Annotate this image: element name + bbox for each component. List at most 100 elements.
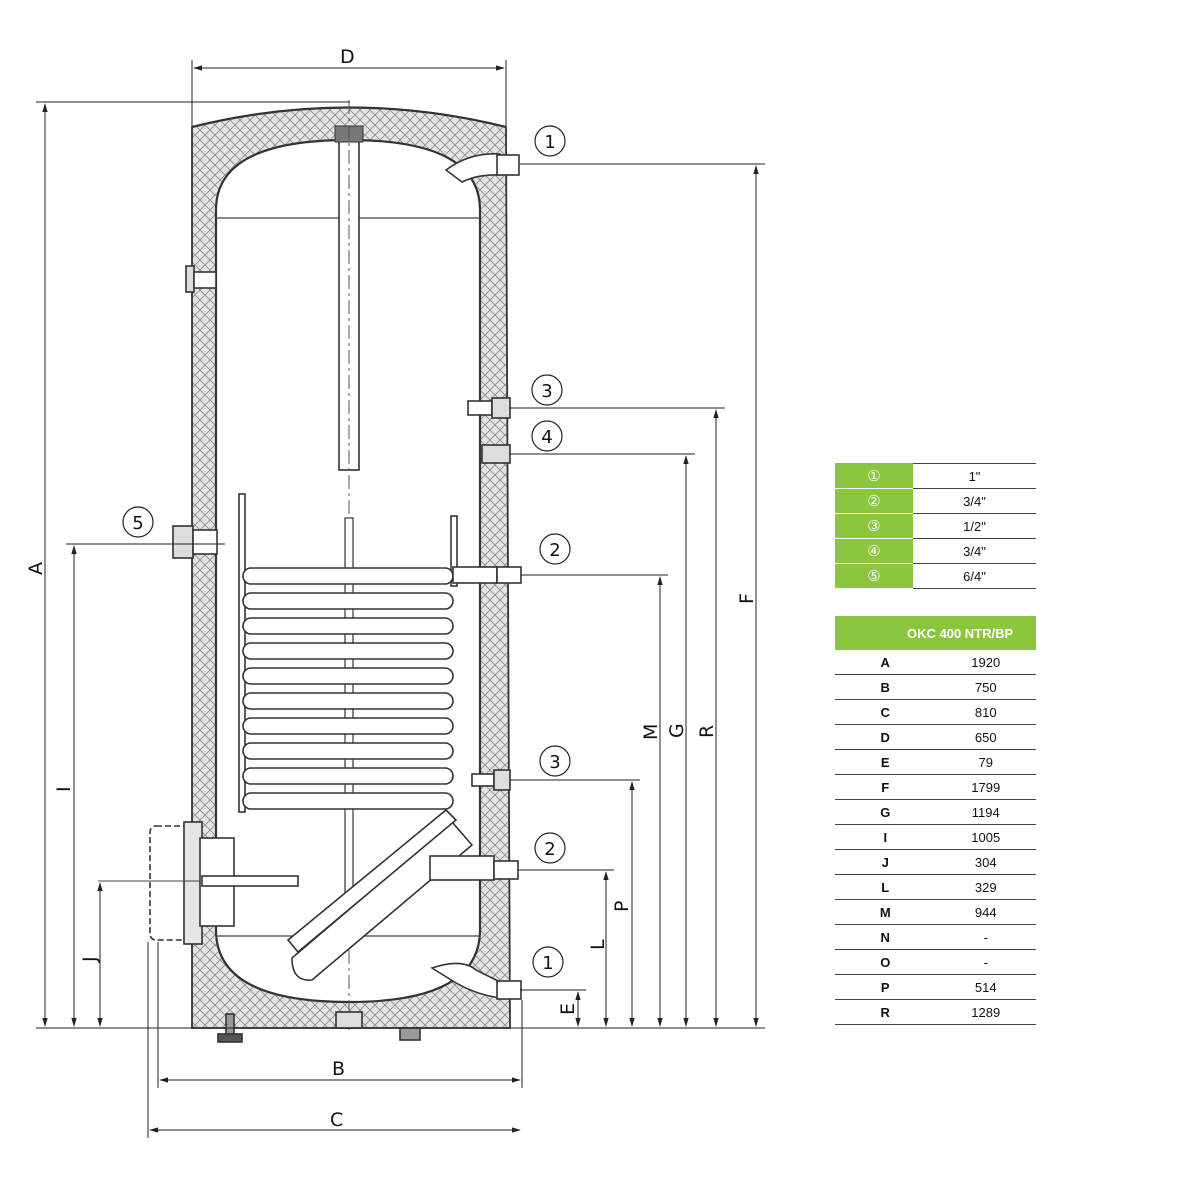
callout-2-upper: 2 bbox=[539, 533, 571, 565]
connection-symbol: ② bbox=[835, 488, 913, 514]
dimension-value: 1005 bbox=[935, 824, 1036, 850]
dimension-key: N bbox=[835, 924, 936, 950]
dimension-value: 329 bbox=[935, 874, 1036, 900]
dim-label-B: B bbox=[332, 1058, 345, 1080]
callout-1-bottom-label: 1 bbox=[542, 953, 553, 974]
dimension-key: R bbox=[835, 999, 936, 1025]
callout-1-top: 1 bbox=[534, 125, 566, 157]
connection-symbol: ④ bbox=[835, 538, 913, 564]
heater-flange bbox=[98, 821, 299, 945]
dimension-key: B bbox=[835, 674, 936, 700]
dimension-key: J bbox=[835, 849, 936, 875]
callout-3-upper-label: 3 bbox=[541, 381, 552, 402]
connection-size: 1" bbox=[913, 463, 1036, 489]
dimension-value: - bbox=[935, 949, 1036, 975]
dimension-key: P bbox=[835, 974, 936, 1000]
dim-label-F: F bbox=[736, 593, 758, 604]
connection-size: 3/4" bbox=[913, 538, 1036, 564]
dim-label-G: G bbox=[666, 723, 688, 738]
left-fittings bbox=[172, 265, 218, 559]
callout-5: 5 bbox=[122, 506, 154, 538]
dimension-key: F bbox=[835, 774, 936, 800]
table-row: ③ 1/2" bbox=[835, 513, 1036, 539]
dim-label-C: C bbox=[330, 1109, 343, 1131]
heat-exchanger-coil bbox=[238, 493, 498, 813]
callout-3-lower: 3 bbox=[539, 745, 571, 777]
callout-2-lower: 2 bbox=[534, 832, 566, 864]
dim-label-I: I bbox=[53, 786, 75, 792]
table-row: N- bbox=[835, 924, 1036, 950]
callout-4: 4 bbox=[531, 420, 563, 452]
dimension-value: 79 bbox=[935, 749, 1036, 775]
dim-label-L: L bbox=[587, 939, 609, 950]
callout-3-upper: 3 bbox=[531, 374, 563, 406]
callout-1-bottom: 1 bbox=[532, 946, 564, 978]
dimension-key: C bbox=[835, 699, 936, 725]
dim-label-P: P bbox=[611, 901, 633, 912]
dim-label-R: R bbox=[696, 725, 718, 738]
dimension-key: E bbox=[835, 749, 936, 775]
table-row: ② 3/4" bbox=[835, 488, 1036, 514]
connection-symbol: ① bbox=[835, 463, 913, 489]
dimension-value: 1920 bbox=[935, 650, 1036, 675]
dim-label-M: M bbox=[640, 724, 662, 740]
tank-body bbox=[98, 100, 522, 1043]
callout-2-upper-label: 2 bbox=[549, 540, 560, 561]
dimension-value: 650 bbox=[935, 724, 1036, 750]
dimension-key: M bbox=[835, 899, 936, 925]
dimension-key: O bbox=[835, 949, 936, 975]
lower-coil bbox=[286, 808, 495, 981]
table-row: ① 1" bbox=[835, 463, 1036, 489]
callout-5-label: 5 bbox=[132, 513, 143, 534]
dimension-key: I bbox=[835, 824, 936, 850]
right-nozzles bbox=[430, 153, 522, 1000]
callout-3-lower-label: 3 bbox=[549, 752, 560, 773]
dimension-value: 514 bbox=[935, 974, 1036, 1000]
bottom-feet bbox=[217, 1011, 421, 1043]
dimension-key: G bbox=[835, 799, 936, 825]
connection-size: 1/2" bbox=[913, 513, 1036, 539]
dimension-value: 1289 bbox=[935, 999, 1036, 1025]
dimension-value: 304 bbox=[935, 849, 1036, 875]
table-row: ⑤ 6/4" bbox=[835, 563, 1036, 589]
dimension-value: 944 bbox=[935, 899, 1036, 925]
dimension-key: L bbox=[835, 874, 936, 900]
dimension-lines bbox=[36, 60, 765, 1138]
dim-label-D: D bbox=[340, 46, 355, 68]
dimension-value: 750 bbox=[935, 674, 1036, 700]
connection-symbol: ③ bbox=[835, 513, 913, 539]
dim-label-E: E bbox=[557, 1003, 579, 1015]
dim-label-A: A bbox=[25, 562, 47, 575]
model-header: OKC 400 NTR/BP bbox=[835, 616, 1036, 650]
dimension-value: 1799 bbox=[935, 774, 1036, 800]
connection-size: 6/4" bbox=[913, 563, 1036, 589]
connection-size: 3/4" bbox=[913, 488, 1036, 514]
connections-table: ① 1" ② 3/4" ③ 1/2" ④ 3/4" ⑤ 6/4" bbox=[835, 463, 1036, 589]
dimension-value: - bbox=[935, 924, 1036, 950]
dimension-value: 1194 bbox=[935, 799, 1036, 825]
connection-symbol: ⑤ bbox=[835, 563, 913, 589]
dim-label-J: J bbox=[79, 956, 101, 963]
callout-1-top-label: 1 bbox=[544, 132, 555, 153]
table-row: ④ 3/4" bbox=[835, 538, 1036, 564]
table-row: O- bbox=[835, 949, 1036, 975]
callout-2-lower-label: 2 bbox=[544, 839, 555, 860]
dimension-value: 810 bbox=[935, 699, 1036, 725]
dimension-key: A bbox=[835, 650, 936, 675]
callout-4-label: 4 bbox=[541, 427, 552, 448]
dimension-key: D bbox=[835, 724, 936, 750]
